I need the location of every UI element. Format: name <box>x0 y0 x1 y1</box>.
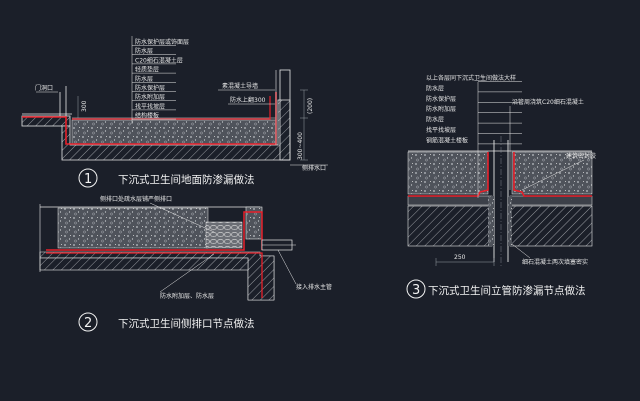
detail1-layer-label-8: 结构楼板 <box>135 112 159 120</box>
detail2-number: 2 <box>84 316 92 331</box>
detail2-label-bottom: 防水附加层、防水层 <box>160 292 214 300</box>
detail1-layer-label-6: 防水附加层 <box>135 93 165 101</box>
detail1-layer-label-2: C20细石混凝土层 <box>135 56 183 64</box>
detail2-structural-slab <box>39 251 275 301</box>
detail1-right-wall <box>279 69 291 161</box>
detail1-number: 1 <box>84 172 92 187</box>
detail3-dim-250: 250 <box>454 254 466 261</box>
detail3-layer-label-1: 防水层 <box>426 84 444 92</box>
detail1-structural-slab <box>61 99 291 161</box>
detail2-number-circle <box>78 312 98 332</box>
detail2-bottom-leader <box>159 253 215 293</box>
detail1-left-slab <box>21 115 71 127</box>
detail3-label-bottom: 细石混凝土两次填塞密实 <box>522 258 588 266</box>
detail3-number: 3 <box>412 283 420 298</box>
detail2-label-pipe: 接入排水主管 <box>296 283 332 291</box>
detail1-dim-300: 300 <box>81 100 88 112</box>
detail2-title: 下沉式卫生间侧排口节点做法 <box>118 317 255 330</box>
detail3-slab-left <box>407 205 493 247</box>
detail1-dim-200: (200) <box>307 98 314 114</box>
detail1-concrete-fill <box>71 119 277 145</box>
detail1-title: 下沉式卫生间地面防渗漏做法 <box>118 173 255 186</box>
detail3-layer-label-0: 以上各层同下沉式卫生间做法大样 <box>426 74 516 82</box>
detail3-layer-labels: 以上各层同下沉式卫生间做法大样防水层防水保护层防水附加层防水层找平找坡层钢筋混凝… <box>426 74 522 144</box>
detail1-layer-label-5: 防水保护层 <box>135 84 165 92</box>
detail2-slab-strip <box>39 257 249 271</box>
detail3-layer-label-2: 防水保护层 <box>426 95 456 103</box>
detail3-label-ring: 沿管周浇筑C20细石混凝土 <box>512 98 584 106</box>
detail2-concrete-fill <box>57 207 209 249</box>
detail2-pipe-leader <box>277 249 297 285</box>
detail1-number-circle <box>78 168 98 188</box>
detail3-slab-right <box>509 205 593 247</box>
detail2-top-leader <box>149 202 215 233</box>
detail3-layer-label-4: 防水层 <box>426 116 444 124</box>
detail1-label-door: 门洞口 <box>35 84 53 92</box>
detail1-label-waterproof-up: 防水上翻300 <box>230 96 266 104</box>
detail3-layer-label-3: 防水附加层 <box>426 105 456 113</box>
detail1-layer-labels: 防水保护层或饰面层防水层C20细石混凝土层轻质垫层防水层防水保护层防水附加层找平… <box>132 38 189 120</box>
detail1-layer-label-1: 防水层 <box>135 47 153 55</box>
detail3-membrane-left <box>408 152 489 197</box>
detail3-pipe-fill-right <box>508 196 512 246</box>
detail3-layer-left <box>407 195 493 206</box>
detail3-pipe-fill-left <box>488 196 494 246</box>
detail1-label-upturn: 素混凝土导墙 <box>222 82 258 90</box>
detail3-title: 下沉式卫生间立管防渗漏节点做法 <box>428 284 586 297</box>
detail3-number-circle <box>406 279 426 299</box>
detail3-label-seal: 建筑密封胶 <box>566 152 596 160</box>
detail3-layer-label-6: 钢筋混凝土楼板 <box>426 136 468 144</box>
detail1-dim-range: 300~400 <box>297 132 304 160</box>
detail1-layer-label-4: 防水层 <box>135 75 153 83</box>
detail3-membrane-right <box>513 152 592 197</box>
detail1-layer-label-7: 找平找坡层 <box>135 102 165 110</box>
detail3-seal-leader <box>521 159 585 191</box>
detail3-layer-right <box>509 195 593 206</box>
detail-3: 以上各层同下沉式卫生间做法大样防水层防水保护层防水附加层防水层找平找坡层钢筋混凝… <box>406 74 596 299</box>
detail2-membrane <box>46 211 263 251</box>
detail2-membrane-2 <box>46 252 263 298</box>
detail1-layer-label-3: 轻质垫层 <box>135 66 159 74</box>
detail-1: 门洞口 300 防水保护层或饰面层防水层C20细石混凝土层轻质垫层防水层防水保护… <box>21 36 328 188</box>
detail2-rubble <box>205 221 243 249</box>
detail3-concrete-left <box>407 151 489 195</box>
detail2-label-top: 侧排口处疏水层铺严侧排口 <box>100 195 172 203</box>
detail-2: 侧排口处疏水层铺严侧排口 防水附加层、防水层 接入排水主管 2 下沉式卫生间侧排… <box>39 195 332 332</box>
detail1-layer-label-0: 防水保护层或饰面层 <box>135 38 189 46</box>
detail3-bottom-leader <box>511 243 531 259</box>
detail3-concrete-right <box>511 151 593 195</box>
detail1-label-drain: 侧排水口 <box>302 164 326 172</box>
detail3-layer-label-5: 找平找坡层 <box>426 126 456 134</box>
